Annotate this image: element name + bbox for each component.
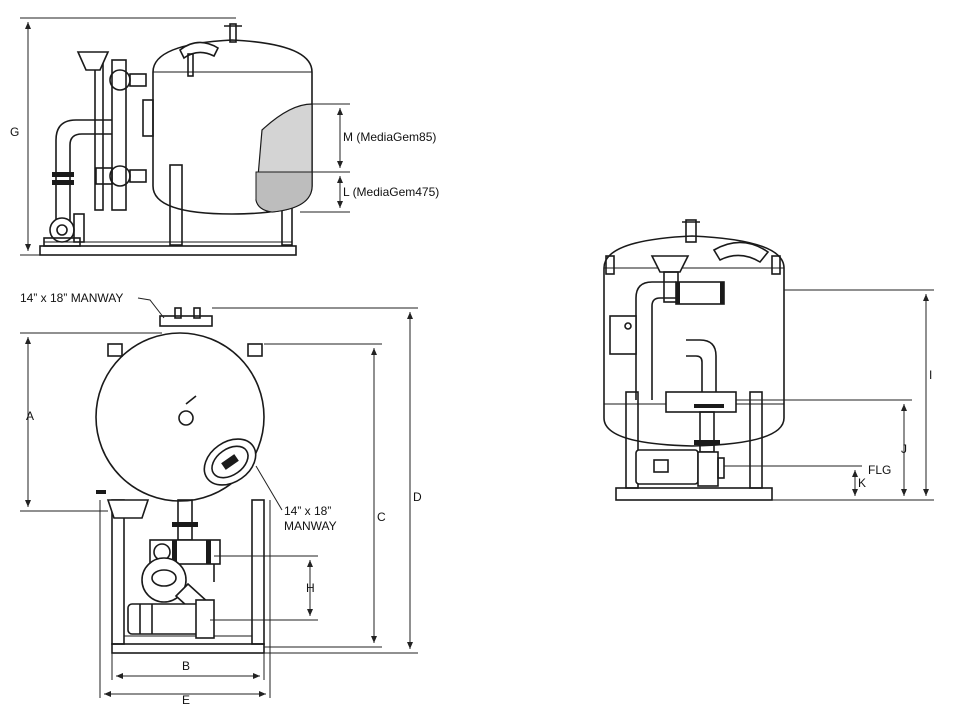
dim-c-label: C xyxy=(377,510,386,524)
dim-l-label: L (MediaGem475) xyxy=(343,185,439,199)
side-view: G M (MediaGem85) L (MediaGem475) xyxy=(10,17,439,256)
manway-top-label: 14” x 18” MANWAY xyxy=(20,291,123,305)
manway-side-label-line1: 14” x 18” xyxy=(284,504,331,518)
side-control-valve xyxy=(76,51,110,71)
rear-control-valve xyxy=(650,255,690,273)
rear-lug-right xyxy=(771,255,781,275)
front-leg-left xyxy=(111,499,125,645)
side-manifold-pipe xyxy=(111,59,127,211)
side-manway xyxy=(178,41,220,60)
front-top-manway xyxy=(159,315,213,327)
rear-lower-manifold xyxy=(665,391,737,413)
rear-pipe-loop xyxy=(635,281,676,400)
dim-j-label: J xyxy=(901,442,907,456)
manway-side-leader xyxy=(255,465,283,511)
dim-g-label: G xyxy=(10,125,19,139)
front-bottom-nozzle xyxy=(106,499,150,519)
side-base-skid xyxy=(39,245,297,256)
rear-pump-motor xyxy=(635,449,699,485)
manway-side-label-line2: MANWAY xyxy=(284,519,337,533)
front-leg-right xyxy=(251,499,265,645)
front-view: A C D H B E 14” x 18” MANWAY 14” x 18” M… xyxy=(20,291,422,707)
rear-upper-manifold xyxy=(675,281,725,305)
side-vent-valve xyxy=(229,23,237,43)
dim-b-label: B xyxy=(182,659,190,673)
front-base-skid xyxy=(111,643,265,654)
side-leg-left xyxy=(169,164,183,246)
rear-leg-left xyxy=(625,391,639,489)
front-pump-head xyxy=(195,599,215,639)
side-lower-valve xyxy=(109,165,131,187)
manway-top-leader xyxy=(137,297,165,319)
dim-flg-label: FLG xyxy=(868,463,891,477)
side-upper-valve xyxy=(109,69,131,91)
dim-a-label: A xyxy=(26,409,34,423)
rear-vent-valve xyxy=(685,219,697,243)
dim-m-label: M (MediaGem85) xyxy=(343,130,436,144)
rear-base-skid xyxy=(615,487,773,501)
rear-leg-right xyxy=(749,391,763,489)
side-media-lower-layer xyxy=(255,171,313,213)
front-strainer xyxy=(141,557,187,603)
front-side-manway xyxy=(203,438,257,486)
rear-tank-body xyxy=(603,235,785,447)
dim-k-label: K xyxy=(858,476,866,490)
dim-e-label: E xyxy=(182,693,190,707)
dim-h-label: H xyxy=(306,581,315,595)
rear-control-box xyxy=(609,315,637,355)
dim-d-label: D xyxy=(413,490,422,504)
rear-pump-head xyxy=(697,451,719,487)
rear-top-manway xyxy=(712,241,770,264)
dim-i-label: I xyxy=(929,368,932,382)
rear-view: I J K FLG xyxy=(603,219,934,501)
side-inlet-pipe xyxy=(55,119,112,225)
front-riser-pipe xyxy=(177,499,193,541)
front-center-fitting xyxy=(178,410,194,426)
rear-lug-left xyxy=(605,255,615,275)
